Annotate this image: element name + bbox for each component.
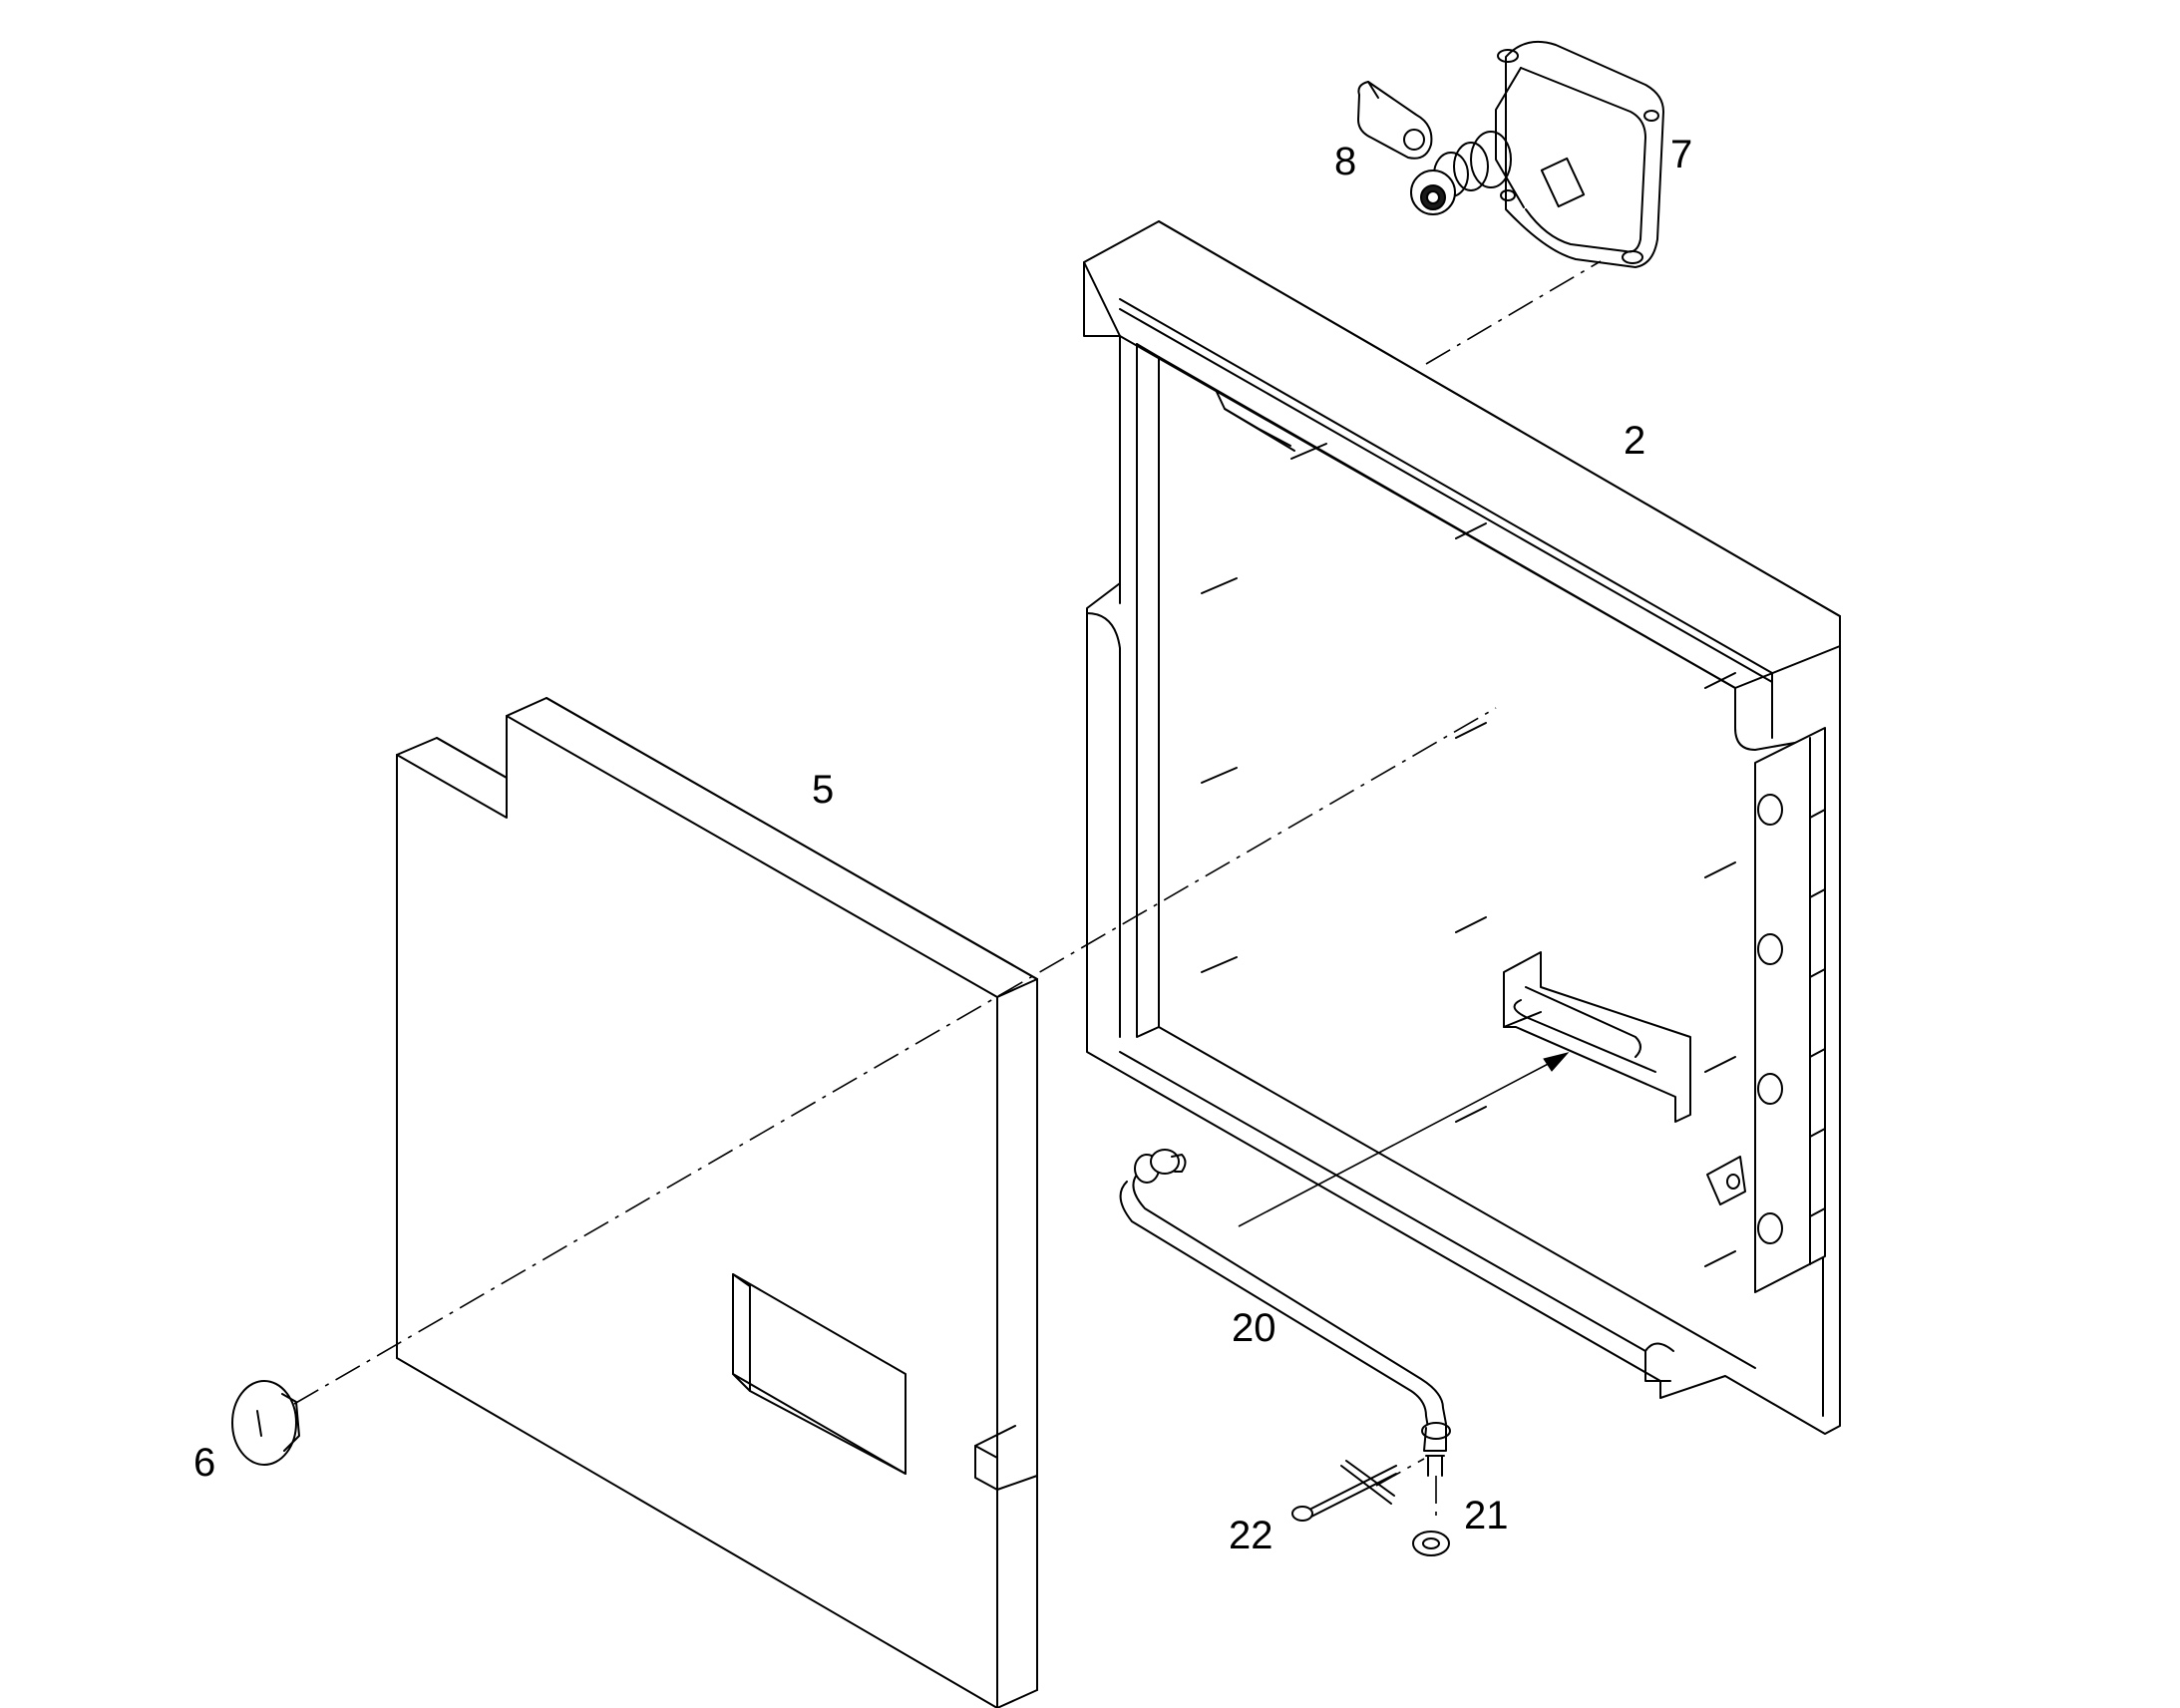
lock-cam-part-8 — [1357, 81, 1433, 160]
callout-part-7: 7 — [1670, 133, 1693, 176]
washer-part-21 — [1412, 1531, 1450, 1556]
cotter-pin-part-22 — [1291, 1460, 1397, 1522]
rod-part-20 — [1119, 1149, 1451, 1477]
callout-part-21: 21 — [1464, 1494, 1509, 1537]
knob-part-6 — [231, 1380, 300, 1466]
door-frame-part-2 — [1083, 220, 1841, 1435]
callout-part-2: 2 — [1624, 419, 1646, 463]
callout-part-20: 20 — [1232, 1306, 1276, 1350]
assembly-leader-lines — [293, 260, 1602, 1521]
callout-part-22: 22 — [1229, 1514, 1273, 1557]
callout-part-8: 8 — [1334, 140, 1357, 183]
lock-housing-part-7 — [1410, 41, 1664, 268]
door-panel-part-5 — [396, 697, 1038, 1708]
callout-part-5: 5 — [812, 768, 835, 812]
callout-part-6: 6 — [193, 1441, 216, 1485]
